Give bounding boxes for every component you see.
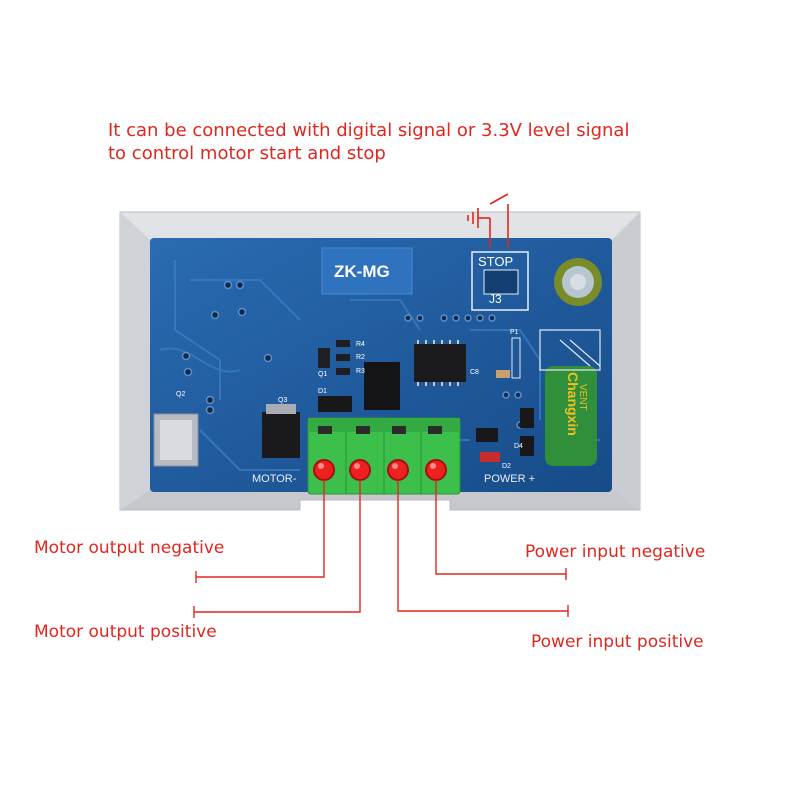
label-r2: R2: [356, 354, 365, 361]
label-d2: D2: [502, 463, 511, 470]
leader-power-positive: [397, 480, 568, 612]
leader-lines: [193, 480, 569, 618]
mosfet: [364, 362, 400, 410]
label-r3: R3: [356, 368, 365, 375]
switch-ground-symbol: [467, 193, 509, 248]
terminal-block: [307, 417, 461, 495]
transistor-q3: [262, 404, 300, 458]
electrolytic-capacitor: [554, 258, 602, 306]
label-power-input-positive: Power input positive: [531, 632, 704, 652]
label-r4: R4: [356, 341, 365, 348]
label-p1: P1: [510, 329, 519, 336]
annotation-text: It can be connected with digital signal …: [108, 120, 629, 165]
label-q3: Q3: [278, 397, 287, 404]
main-ic: [414, 340, 466, 386]
label-motor-output-negative: Motor output negative: [34, 538, 225, 558]
label-c8: C8: [470, 369, 479, 376]
green-capacitor: Changxin VENT: [545, 366, 597, 466]
label-d4: D4: [514, 443, 523, 450]
label-d1: D1: [318, 388, 327, 395]
cap-vent-label: VENT: [577, 384, 588, 411]
stop-connector: STOP J3: [471, 251, 529, 311]
model-label: ZK-MG: [334, 262, 390, 281]
terminal-screw-motor-negative: [313, 459, 335, 481]
motor-label: MOTOR-: [252, 473, 297, 485]
connector-label: J3: [489, 292, 502, 306]
smd-components: [318, 337, 534, 462]
transistor-q2: [153, 413, 199, 467]
label-q2: Q2: [176, 391, 185, 398]
power-label: POWER +: [484, 473, 535, 485]
terminal-screw-motor-positive: [349, 459, 371, 481]
diode-marking: [539, 329, 601, 371]
label-q1: Q1: [318, 371, 327, 378]
leader-power-negative: [435, 480, 566, 575]
terminal-screw-power-positive: [387, 459, 409, 481]
cap-brand-label: Changxin: [565, 372, 581, 436]
leader-motor-negative: [196, 480, 325, 578]
annotation-line-2: to control motor start and stop: [108, 142, 386, 164]
stop-label: STOP: [478, 254, 513, 269]
leader-motor-positive: [194, 480, 361, 613]
label-motor-output-positive: Motor output positive: [34, 622, 217, 642]
annotation-line-1: It can be connected with digital signal …: [108, 120, 630, 141]
label-power-input-negative: Power input negative: [525, 542, 706, 562]
terminal-screw-power-negative: [425, 459, 447, 481]
